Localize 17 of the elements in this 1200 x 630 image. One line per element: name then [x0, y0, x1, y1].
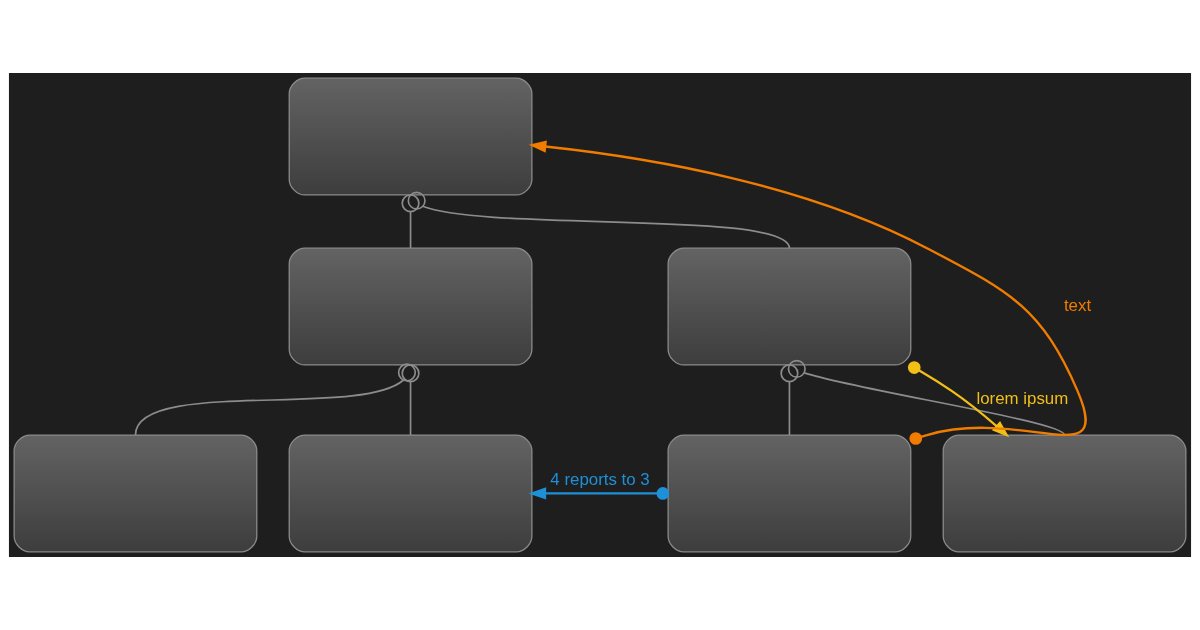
edge-label: lorem ipsum [976, 389, 1069, 409]
edge-label: 4 reports to 3 [550, 469, 650, 489]
arrow [528, 140, 1087, 445]
connector [134, 363, 417, 436]
node-box [13, 434, 258, 553]
node-box [942, 434, 1187, 553]
connector [780, 364, 799, 436]
connector [407, 191, 791, 249]
edge-label: text [1063, 295, 1092, 315]
node-box [288, 434, 533, 553]
node-box [288, 247, 533, 366]
connector [401, 364, 420, 436]
node-box [288, 77, 533, 196]
node-box [667, 434, 912, 553]
node-box [667, 247, 912, 366]
arrow [528, 487, 670, 500]
connector [401, 194, 420, 249]
